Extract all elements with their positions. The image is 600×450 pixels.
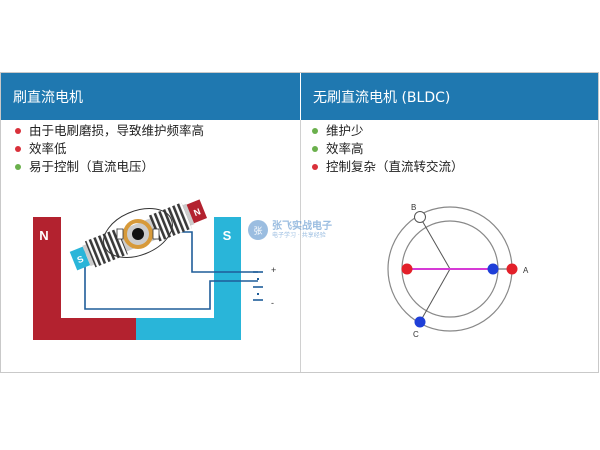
brushed-dc-motor-header: 刷直流电机 [1, 73, 300, 120]
bldc-motor-header: 无刷直流电机 (BLDC) [301, 73, 598, 120]
bullet-dot [312, 146, 318, 152]
bullet-item: 效率高 [312, 140, 464, 158]
phase-c-label: C [413, 330, 419, 339]
bullet-item: 易于控制（直流电压） [15, 158, 204, 176]
comparison-table-frame [0, 72, 599, 373]
bullet-item: 由于电刷磨损，导致维护频率高 [15, 122, 204, 140]
battery-icon [253, 271, 263, 301]
watermark-main-text: 张飞实战电子 [272, 220, 332, 232]
bullet-item: 效率低 [15, 140, 204, 158]
watermark: 张 张飞实战电子 电子学习 · 共享经验 [248, 220, 332, 240]
brushed-dc-motor-diagram: N S + - S N [33, 199, 276, 340]
rotor-armature: S N [69, 199, 208, 271]
commutator-ring [123, 219, 153, 249]
rotor-red-dot [401, 263, 413, 275]
stator-south-pole [136, 217, 241, 340]
phase-b-winding [419, 216, 451, 270]
rotation-orbit [103, 208, 173, 258]
rotor-n-label: N [192, 206, 202, 218]
bullet-dot [15, 146, 21, 152]
motor-shaft [132, 228, 144, 240]
brush-right [152, 228, 160, 240]
stator-n-label: N [39, 228, 48, 243]
bldc-bullet-list: 维护少 效率高 控制复杂（直流转交流） [312, 122, 464, 176]
phase-b-label: B [411, 203, 416, 212]
bldc-motor-diagram: A B C [387, 203, 529, 339]
phase-b-dot [414, 211, 426, 223]
watermark-sub-text: 电子学习 · 共享经验 [272, 231, 326, 239]
wire-right [158, 231, 258, 273]
column-divider [300, 120, 301, 372]
phase-c-winding [419, 268, 451, 323]
brushed-dc-motor-title: 刷直流电机 [13, 89, 83, 106]
rotor-blue-dot [487, 263, 499, 275]
bullet-dot [312, 164, 318, 170]
stator-s-label: S [223, 228, 232, 243]
bullet-item: 维护少 [312, 122, 464, 140]
battery-plus-label: + [271, 265, 276, 275]
bullet-dot [312, 128, 318, 134]
watermark-logo: 张 [248, 220, 268, 240]
brush-left [116, 228, 124, 240]
stator-north-pole [33, 217, 136, 340]
phase-a-dot [506, 263, 518, 275]
brushed-dc-bullet-list: 由于电刷磨损，导致维护频率高 效率低 易于控制（直流电压） [15, 122, 204, 176]
bullet-dot [15, 164, 21, 170]
bullet-item: 控制复杂（直流转交流） [312, 158, 464, 176]
rotor-s-label: S [76, 254, 85, 266]
bldc-motor-title: 无刷直流电机 (BLDC) [313, 89, 451, 106]
phase-a-label: A [523, 266, 529, 275]
phase-c-dot [414, 316, 426, 328]
bullet-dot [15, 128, 21, 134]
battery-minus-label: - [271, 298, 274, 308]
